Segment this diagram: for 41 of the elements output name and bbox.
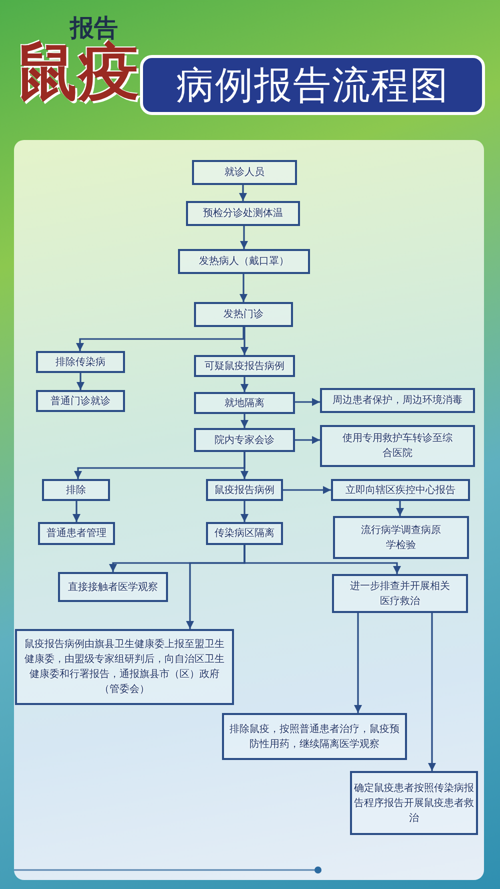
- arrow: [76, 327, 244, 351]
- process-box: 流行病学调查病原学检验: [333, 516, 469, 559]
- arrow: [244, 545, 401, 574]
- process-box: 普通门诊就诊: [36, 390, 125, 412]
- process-box: 直接接触者医学观察: [58, 572, 168, 602]
- process-box: 院内专家会诊: [194, 428, 295, 452]
- process-box: 就诊人员: [192, 160, 297, 185]
- process-box: 鼠疫报告病例由旗县卫生健康委上报至盟卫生健康委，由盟级专家组研判后，向自治区卫生健康委和行署报告，通报旗县市（区）政府（管委会）: [15, 629, 234, 705]
- arrow: [240, 327, 248, 355]
- process-box: 周边患者保护，周边环境消毒: [320, 388, 475, 413]
- process-box: 发热门诊: [194, 302, 293, 327]
- arrow: [354, 613, 362, 713]
- arrow: [72, 501, 80, 522]
- process-box: 就地隔离: [194, 392, 295, 414]
- arrow: [295, 398, 320, 406]
- process-box: 排除: [42, 479, 110, 501]
- process-box: 使用专用救护车转诊至综合医院: [320, 425, 475, 467]
- process-box: 发热病人（戴口罩）: [178, 249, 310, 274]
- process-box: 传染病区隔离: [206, 522, 283, 545]
- process-box: 普通患者管理: [38, 522, 115, 545]
- arrow: [240, 377, 248, 392]
- arrow: [240, 452, 248, 479]
- arrow: [283, 486, 331, 494]
- arrow: [428, 613, 436, 771]
- arrow: [396, 501, 404, 516]
- process-box: 进一步排查并开展相关医疗救治: [332, 574, 468, 613]
- process-box: 预检分诊处测体温: [186, 201, 300, 226]
- arrow: [239, 185, 247, 201]
- process-box: 鼠疫报告病例: [206, 479, 283, 501]
- arrow: [240, 414, 248, 428]
- process-box: 排除鼠疫，按照普通患者治疗，鼠疫预防性用药，继续隔离医学观察: [222, 713, 407, 760]
- process-box: 立即向辖区疾控中心报告: [331, 479, 470, 501]
- process-box: 确定鼠疫患者按照传染病报告程序报告开展鼠疫患者救治: [350, 771, 478, 835]
- arrow: [240, 274, 248, 302]
- arrow: [240, 501, 248, 522]
- arrow: [240, 226, 248, 249]
- arrow: [295, 436, 320, 444]
- process-box: 排除传染病: [36, 351, 125, 373]
- arrow: [76, 373, 84, 390]
- process-box: 可疑鼠疫报告病例: [194, 355, 295, 377]
- title-banner: 病例报告流程图: [140, 55, 485, 115]
